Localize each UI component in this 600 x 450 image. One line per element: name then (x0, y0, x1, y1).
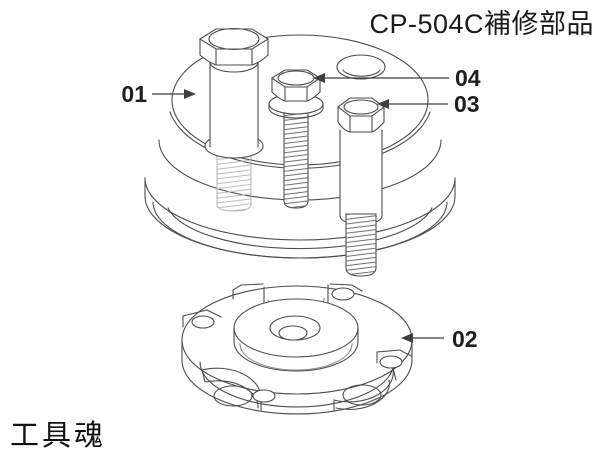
column-hex-head (198, 27, 270, 66)
part-02-adapter-flange (181, 283, 413, 415)
brand-text: 工具魂 (10, 420, 107, 450)
callout-labels: 01 04 03 02 (121, 65, 480, 352)
column-hidden-threads (216, 149, 252, 212)
flange-bottom-inner-edge (199, 361, 395, 408)
flange-scallop-right (333, 367, 397, 411)
body-bottom-inner-edge-2 (167, 207, 433, 250)
leader-01 (152, 89, 196, 99)
flange-bottom-edge (181, 359, 413, 415)
flange-bolt-holes (191, 287, 403, 403)
body-bottom-inner-edge-1 (152, 201, 448, 259)
arrowhead-03 (377, 99, 389, 109)
part-04-flange-bolt (268, 69, 324, 209)
bolt03-sleeve (339, 128, 383, 226)
part-label-04: 04 (455, 65, 481, 91)
part-03-hex-bolt (337, 97, 385, 277)
bolt04-hex-head (270, 69, 322, 102)
leader-04 (313, 73, 449, 83)
leader-02 (401, 333, 444, 343)
body-flange-top-edge (144, 177, 456, 241)
bolt03-threaded-tip (345, 213, 377, 277)
page-title: CP-504C補修部品 (369, 9, 594, 39)
bolt04-threaded-shank (283, 107, 309, 209)
bolt03-hex-head (337, 97, 385, 133)
leader-lines (152, 73, 449, 343)
flange-ear-edges (182, 283, 412, 364)
center-column (198, 27, 270, 212)
arrowhead-01 (184, 89, 196, 99)
body-oval-hole (336, 54, 386, 80)
arrowhead-02 (401, 333, 413, 343)
part-label-03: 03 (454, 91, 480, 117)
flange-center-hole (269, 315, 321, 341)
leader-03 (377, 99, 448, 109)
part-label-02: 02 (452, 326, 478, 352)
part-label-01: 01 (121, 81, 147, 107)
column-cylinder (209, 57, 259, 148)
arrowhead-04 (313, 73, 325, 83)
